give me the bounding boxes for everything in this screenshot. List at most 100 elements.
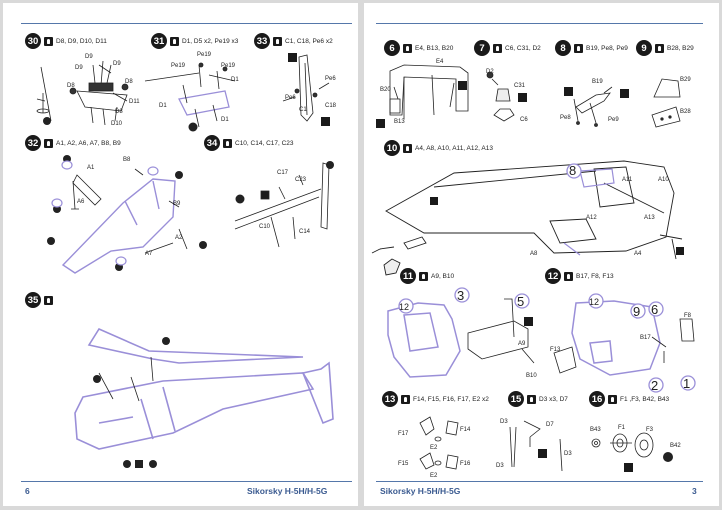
glue-icon	[527, 394, 536, 404]
callout: C1	[299, 107, 307, 113]
step-parts: F14, F15, F16, F17, E2 x2	[413, 395, 489, 403]
callout: C6	[520, 117, 528, 123]
callout: A1	[87, 165, 95, 171]
callout: Pe19	[197, 52, 212, 58]
step-reference: 12	[589, 297, 599, 307]
callout: F13	[550, 347, 561, 353]
callout: E2	[430, 445, 438, 451]
step-10-drawing	[371, 160, 683, 276]
callout: A7	[145, 251, 153, 257]
glue-icon	[608, 394, 617, 404]
step-7-callouts: D2 C31 C6	[486, 69, 528, 123]
callout: Pe8	[560, 115, 571, 121]
page-number: 6	[25, 486, 30, 496]
step-parts: E4, B13, B20	[415, 44, 454, 52]
step-35-drawing	[74, 327, 334, 450]
callout: D3	[500, 419, 508, 425]
step-31-callouts: Pe19 Pe19 Pe19 D1 D1 D1	[159, 52, 239, 123]
step-9-drawing	[651, 78, 681, 128]
callout: F3	[646, 427, 654, 433]
step-parts: B19, Pe8, Pe9	[586, 44, 628, 52]
step-number: 7	[474, 40, 490, 56]
step-35-header: 35	[25, 292, 56, 308]
glue-icon	[493, 43, 502, 53]
step-parts: F1 ,F3, B42, B43	[620, 395, 670, 403]
step-6-drawing	[389, 64, 469, 119]
callout: D1	[221, 117, 229, 123]
top-rule	[21, 23, 352, 24]
step-number: 12	[545, 268, 561, 284]
step-parts: A9, B10	[431, 272, 455, 280]
step-30-drawing	[36, 60, 129, 126]
step-8-callouts: B19 Pe8 Pe9	[560, 79, 619, 123]
callout: Pe6	[325, 76, 336, 82]
page-number: 3	[692, 486, 697, 496]
step-9-header: 9 B28, B29	[636, 40, 694, 56]
callout: F15	[398, 461, 409, 467]
step-number: 11	[400, 268, 416, 284]
callout: D1	[231, 77, 239, 83]
step-16-drawing	[591, 432, 654, 458]
callout: A13	[644, 215, 655, 221]
step-10-callouts: A11 A10 A12 A13 A8 A4	[530, 177, 669, 257]
step-parts: D3 x3, D7	[539, 395, 568, 403]
glue-icon	[574, 43, 583, 53]
step-31-header: 31 D1, D5 x2, Pe19 x3	[151, 33, 238, 49]
step-number: 34	[204, 135, 220, 151]
step-11-drawing	[387, 302, 461, 378]
step-number: 15	[508, 391, 524, 407]
callout: B17	[640, 335, 651, 341]
right-page-drawings: E4 B20 B13 D2 C31 C6 B19 Pe8	[371, 59, 697, 496]
callout: B43	[590, 427, 601, 433]
callout: B8	[123, 157, 131, 163]
step-parts: A1, A2, A6, A7, B8, B9	[56, 139, 121, 147]
step-reference: 2	[651, 378, 658, 393]
step-11-callouts: A9 B10	[518, 341, 537, 379]
glue-icon	[44, 36, 53, 46]
callout: C10	[259, 224, 271, 230]
callout: D7	[546, 422, 554, 428]
step-33-callouts: Pe6 Pe6 C1 C18	[285, 76, 337, 113]
callout: F16	[460, 461, 471, 467]
callout: D11	[129, 99, 140, 105]
callout: A2	[175, 235, 183, 241]
callout: F17	[398, 431, 409, 437]
step-reference: 9	[633, 304, 640, 319]
callout: D3	[496, 463, 504, 469]
callout: Pe9	[608, 117, 619, 123]
glue-icon	[564, 271, 573, 281]
callout: B9	[173, 201, 181, 207]
step-13-callouts: F17 F14 E2 F15 F16 E2	[398, 427, 471, 479]
callout: B29	[680, 77, 691, 83]
step-parts: A4, A8, A10, A11, A12, A13	[415, 144, 493, 152]
step-number: 30	[25, 33, 41, 49]
glue-icon	[401, 394, 410, 404]
bottom-rule	[21, 481, 352, 482]
step-33-header: 33 C1, C18, Pe6 x2	[254, 33, 333, 49]
callout: A6	[77, 199, 85, 205]
step-13-drawing	[419, 416, 459, 470]
step-7-header: 7 C6, C31, D2	[474, 40, 541, 56]
step-32-callouts: A1 B8 A6 B9 A2 A7	[77, 157, 183, 257]
step-15-drawing	[509, 420, 563, 472]
callout: Pe19	[221, 63, 236, 69]
left-page: 30 D8, D9, D10, D11 31 D1, D5 x2, Pe19 x…	[3, 3, 358, 506]
step-number: 13	[382, 391, 398, 407]
step-13-header: 13 F14, F15, F16, F17, E2 x2	[382, 391, 489, 407]
callout: D3	[564, 451, 572, 457]
callout: C17	[277, 170, 289, 176]
step-number: 6	[384, 40, 400, 56]
callout: F8	[684, 313, 692, 319]
step-15-callouts: D3 D7 D3 D3	[496, 419, 572, 469]
step-30-callouts: D9 D9 D9 D8 D8 D11 D8 D10	[67, 54, 140, 127]
glue-icon	[403, 143, 412, 153]
step-parts: D8, D9, D10, D11	[56, 37, 107, 45]
step-number: 35	[25, 292, 41, 308]
step-34-callouts: C17 C23 C10 C14	[259, 170, 311, 235]
glue-icon	[170, 36, 179, 46]
step-reference: 5	[517, 294, 524, 309]
left-page-drawings: D9 D9 D9 D8 D8 D11 D8 D10 Pe19 Pe19 Pe19…	[25, 52, 337, 496]
callout: E4	[436, 59, 444, 65]
step-32-drawing	[61, 178, 176, 274]
callout: D1	[159, 103, 167, 109]
